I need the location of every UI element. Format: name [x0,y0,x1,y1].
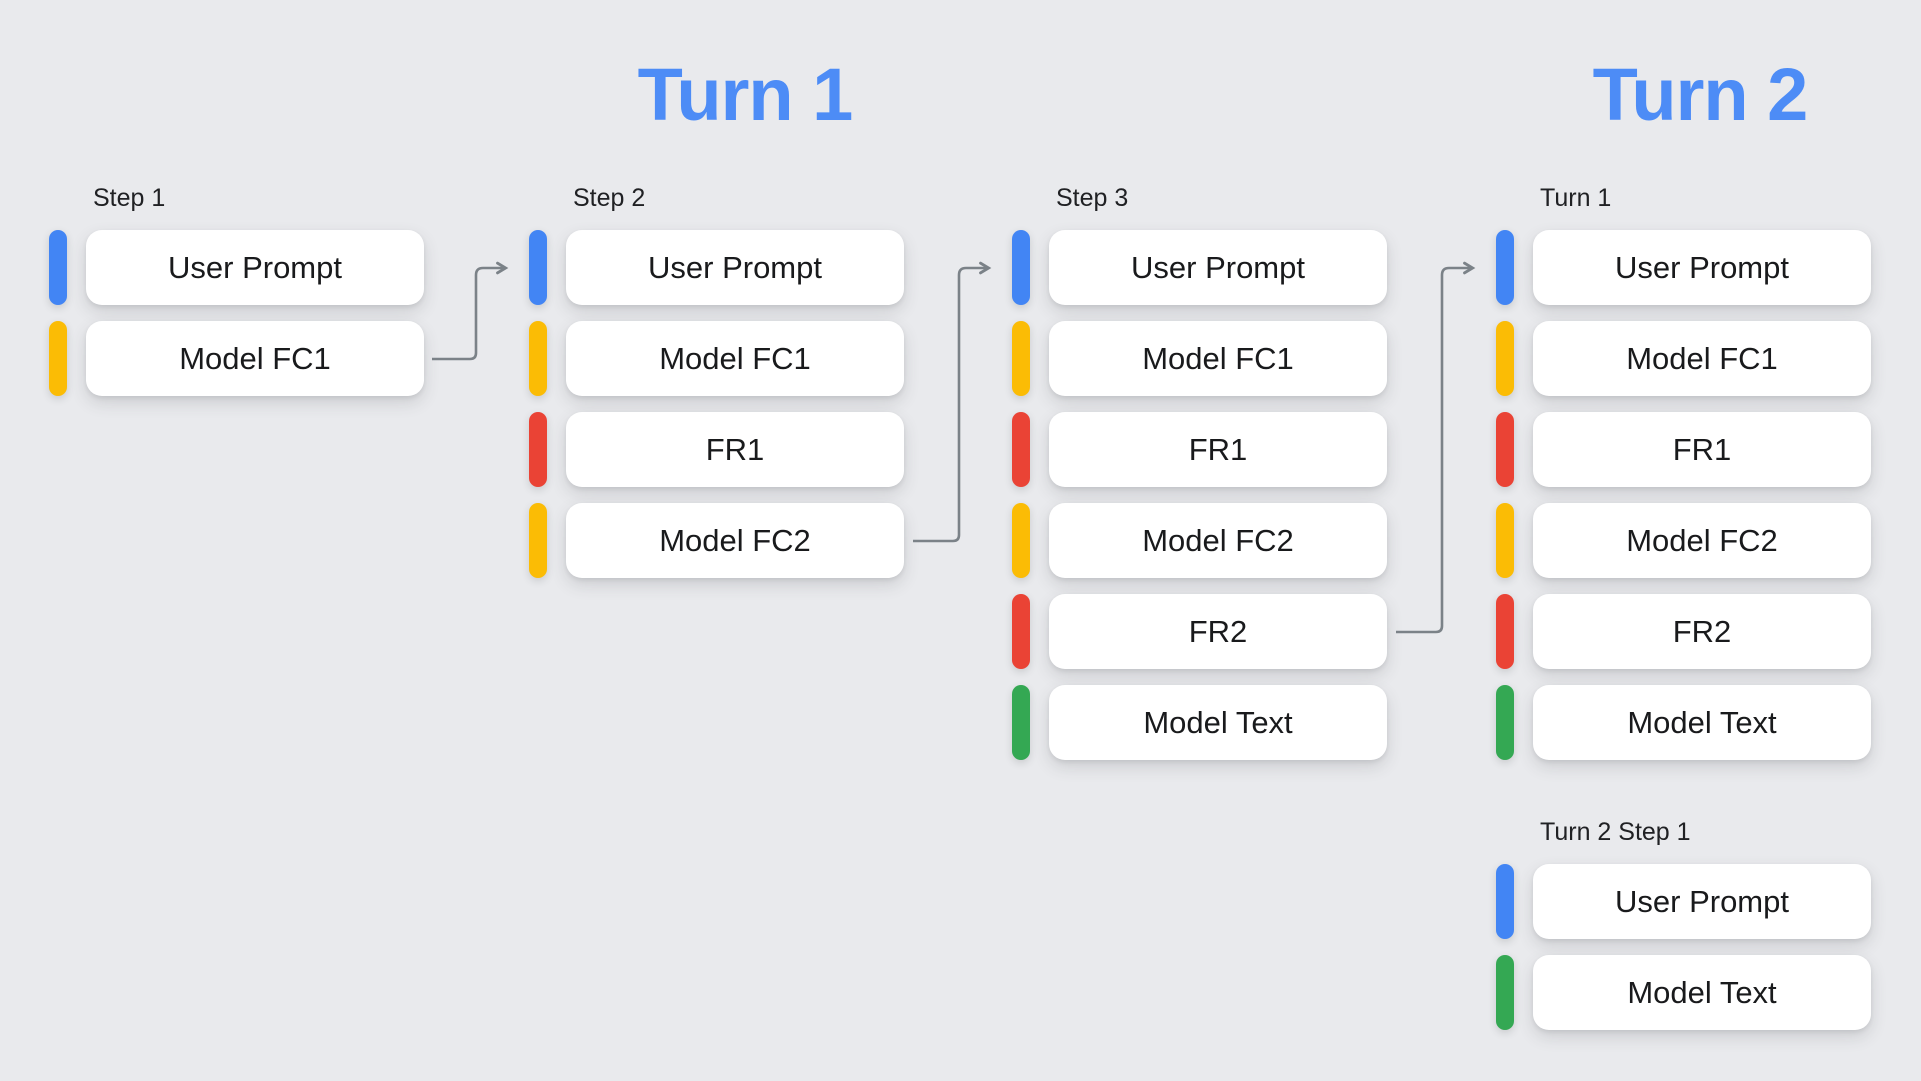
message-row: FR2 [1496,594,1871,669]
card-model-fc1: Model FC1 [566,321,904,396]
user-role-bar [529,230,547,305]
card-fr1: FR1 [1533,412,1871,487]
card-label: FR2 [1672,613,1732,649]
card-label: Model FC1 [1626,340,1778,376]
model-fc-role-bar [1496,321,1514,396]
card-fr1: FR1 [566,412,904,487]
message-row: Model FC1 [49,321,424,396]
card-user-prompt: User Prompt [1533,864,1871,939]
group-label-step-2: Step 2 [573,184,646,212]
message-row: Model Text [1012,685,1387,760]
message-row: Model FC2 [1012,503,1387,578]
model-fc-role-bar [529,321,547,396]
arrow-step1-to-step2 [432,268,504,361]
turn-2-heading: Turn 2 [1592,53,1809,136]
card-user-prompt: User Prompt [1533,230,1871,305]
message-row: User Prompt [1012,230,1387,305]
card-label: FR2 [1188,613,1248,649]
arrow-step2-to-step3 [913,268,987,543]
function-response-role-bar [1012,594,1030,669]
message-row: User Prompt [49,230,424,305]
card-model-text: Model Text [1533,685,1871,760]
user-role-bar [1012,230,1030,305]
function-response-role-bar [529,412,547,487]
card-label: User Prompt [1615,883,1789,919]
card-fr2: FR2 [1049,594,1387,669]
user-role-bar [1496,230,1514,305]
user-role-bar [49,230,67,305]
model-fc-role-bar [1496,503,1514,578]
card-label: FR1 [705,431,765,467]
card-model-fc1: Model FC1 [86,321,424,396]
card-model-fc2: Model FC2 [1049,503,1387,578]
group-label-step-1: Step 1 [93,184,166,212]
card-user-prompt: User Prompt [86,230,424,305]
card-fr1: FR1 [1049,412,1387,487]
message-row: Model Text [1496,685,1871,760]
card-model-fc2: Model FC2 [1533,503,1871,578]
function-response-role-bar [1496,594,1514,669]
card-label: Model Text [1627,704,1777,740]
card-user-prompt: User Prompt [1049,230,1387,305]
model-text-role-bar [1496,685,1514,760]
message-row: User Prompt [529,230,904,305]
card-label: Model FC1 [179,340,331,376]
card-model-fc1: Model FC1 [1049,321,1387,396]
model-fc-role-bar [1012,503,1030,578]
model-fc-role-bar [49,321,67,396]
card-label: User Prompt [168,249,342,285]
model-text-role-bar [1012,685,1030,760]
card-label: Model FC1 [1142,340,1294,376]
card-label: Model FC1 [659,340,811,376]
card-label: FR1 [1188,431,1248,467]
card-model-fc1: Model FC1 [1533,321,1871,396]
message-row: Model FC2 [1496,503,1871,578]
message-row: Model FC1 [529,321,904,396]
message-row: Model FC2 [529,503,904,578]
group-label-step-3: Step 3 [1056,184,1129,212]
card-label: Model Text [1627,974,1777,1010]
card-label: User Prompt [1131,249,1305,285]
user-role-bar [1496,864,1514,939]
message-row: Model FC1 [1012,321,1387,396]
card-model-text: Model Text [1049,685,1387,760]
model-fc-role-bar [1012,321,1030,396]
message-row: Model FC1 [1496,321,1871,396]
group-label-turn-1: Turn 1 [1540,184,1612,212]
message-row: FR1 [1496,412,1871,487]
card-model-text: Model Text [1533,955,1871,1030]
card-label: Model FC2 [1142,522,1294,558]
message-row: Model Text [1496,955,1871,1030]
card-label: Model FC2 [1626,522,1778,558]
turn-1-heading: Turn 1 [637,53,854,136]
card-label: Model Text [1143,704,1293,740]
function-response-role-bar [1012,412,1030,487]
card-fr2: FR2 [1533,594,1871,669]
card-model-fc2: Model FC2 [566,503,904,578]
group-label-turn-2-step-1: Turn 2 Step 1 [1540,818,1691,846]
model-text-role-bar [1496,955,1514,1030]
message-row: User Prompt [1496,230,1871,305]
card-label: User Prompt [1615,249,1789,285]
arrow-step3-to-turn1 [1396,268,1471,634]
message-row: FR1 [1012,412,1387,487]
card-label: User Prompt [648,249,822,285]
message-row: User Prompt [1496,864,1871,939]
message-row: FR1 [529,412,904,487]
function-response-role-bar [1496,412,1514,487]
card-label: FR1 [1672,431,1732,467]
card-label: Model FC2 [659,522,811,558]
model-fc-role-bar [529,503,547,578]
message-row: FR2 [1012,594,1387,669]
card-user-prompt: User Prompt [566,230,904,305]
